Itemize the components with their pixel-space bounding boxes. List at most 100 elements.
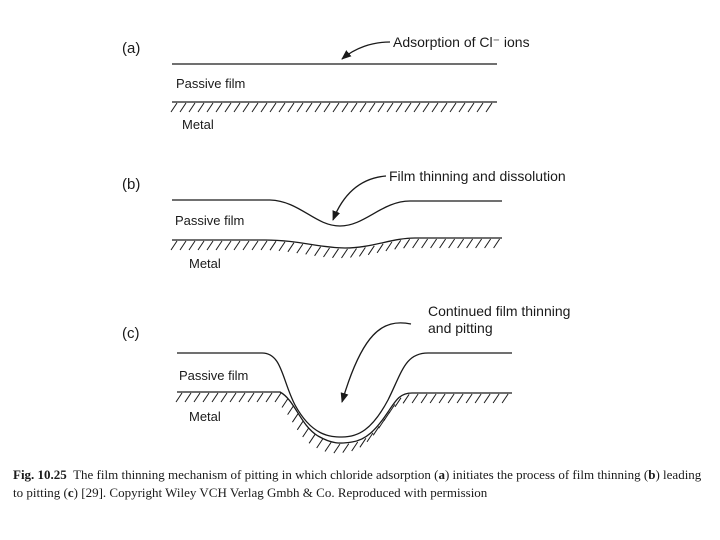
caption-text-2: ) initiates the process of film thinning… — [444, 467, 649, 482]
hatch-stroke — [197, 102, 205, 113]
hatch-stroke — [179, 102, 187, 113]
hatch-stroke — [215, 240, 223, 251]
hatch-stroke — [211, 392, 219, 403]
hatch-stroke — [439, 238, 447, 249]
hatch-stroke — [296, 420, 304, 431]
hatch-stroke — [296, 243, 304, 254]
hatch-stroke — [350, 102, 358, 113]
hatch-stroke — [413, 102, 421, 113]
panel-a-annotation-line-1: Adsorption of Cl⁻ ions — [393, 34, 530, 50]
hatch-stroke — [342, 443, 350, 453]
hatch-stroke — [332, 248, 339, 259]
hatch-stroke — [430, 238, 438, 249]
hatch-stroke — [170, 102, 178, 113]
hatch-stroke — [484, 238, 492, 249]
caption-ref-a: a — [438, 467, 445, 482]
hatch-stroke — [366, 432, 374, 443]
hatch-stroke — [466, 238, 474, 249]
hatch-stroke — [305, 245, 313, 255]
hatch-stroke — [224, 240, 232, 251]
hatch-stroke — [341, 102, 349, 113]
hatch-stroke — [411, 393, 419, 404]
panel-b-metal-label: Metal — [189, 256, 221, 271]
hatch-stroke — [281, 398, 289, 408]
hatch-stroke — [447, 393, 455, 404]
hatch-stroke — [402, 394, 410, 404]
hatch-stroke — [457, 238, 465, 249]
panel-a-metal-hatching — [170, 102, 493, 113]
hatch-stroke — [492, 393, 500, 404]
panel-a-metal-label: Metal — [182, 117, 214, 132]
hatch-stroke — [367, 245, 375, 256]
panel-c-metal-surface — [177, 391, 512, 444]
panel-b-label: (b) — [122, 176, 140, 193]
hatch-stroke — [233, 240, 241, 251]
panel-b-film-surface — [172, 199, 502, 227]
hatch-stroke — [260, 240, 268, 251]
caption-text-3: ) leading to pitting ( — [13, 467, 702, 500]
hatch-stroke — [377, 102, 385, 113]
hatch-stroke — [403, 238, 411, 249]
hatch-stroke — [296, 102, 304, 113]
hatch-stroke — [341, 248, 348, 259]
hatch-stroke — [314, 246, 322, 257]
hatch-stroke — [269, 102, 277, 113]
hatch-stroke — [465, 393, 473, 404]
hatch-stroke — [483, 393, 491, 404]
hatch-stroke — [493, 238, 501, 249]
hatch-stroke — [302, 427, 310, 438]
hatch-stroke — [224, 102, 232, 113]
panel-a-arrow — [341, 41, 391, 60]
hatch-stroke — [372, 426, 380, 436]
caption-text-1: The film thinning mechanism of pitting i… — [73, 467, 439, 482]
hatch-stroke — [394, 397, 402, 408]
panel-a-film-label: Passive film — [176, 76, 245, 91]
hatch-stroke — [238, 392, 246, 403]
hatch-stroke — [170, 240, 178, 251]
panel-c-annotation-line-1: Continued film thinning — [428, 303, 570, 319]
hatch-stroke — [242, 240, 250, 251]
panel-c-metal-hatching — [175, 392, 509, 454]
hatch-stroke — [265, 392, 273, 403]
hatch-stroke — [184, 392, 192, 403]
hatch-stroke — [287, 405, 295, 415]
hatch-stroke — [475, 238, 483, 249]
panel-a-label: (a) — [122, 40, 140, 57]
hatch-stroke — [233, 102, 241, 113]
hatch-stroke — [175, 392, 183, 403]
hatch-stroke — [351, 441, 359, 452]
hatch-stroke — [278, 102, 286, 113]
panel-c-annotation: Continued film thinning and pitting — [428, 303, 574, 336]
hatch-stroke — [287, 102, 295, 113]
hatch-stroke — [193, 392, 201, 403]
caption-text-4: ) [29]. Copyright Wiley VCH Verlag Gmbh … — [73, 485, 488, 500]
hatch-stroke — [474, 393, 482, 404]
hatch-stroke — [359, 102, 367, 113]
hatch-stroke — [449, 102, 457, 113]
panel-b-metal-hatching — [170, 238, 501, 259]
hatch-stroke — [333, 443, 341, 454]
hatch-stroke — [247, 392, 255, 403]
hatch-stroke — [188, 240, 196, 251]
caption-ref-c: c — [67, 485, 74, 500]
hatch-stroke — [332, 102, 340, 113]
hatch-stroke — [179, 240, 187, 251]
panel-c-metal-label: Metal — [189, 409, 221, 424]
hatch-stroke — [448, 238, 456, 249]
hatch-stroke — [323, 102, 331, 113]
hatch-stroke — [287, 242, 295, 253]
hatch-stroke — [385, 241, 393, 252]
hatch-stroke — [188, 102, 196, 113]
hatch-stroke — [376, 243, 384, 254]
hatch-stroke — [350, 248, 357, 258]
hatch-stroke — [467, 102, 475, 113]
hatch-stroke — [458, 102, 466, 113]
figure-caption: Fig. 10.25 The film thinning mechanism o… — [13, 466, 707, 502]
hatch-stroke — [206, 102, 214, 113]
panel-a-annotation: Adsorption of Cl⁻ ions — [393, 34, 530, 50]
hatch-stroke — [202, 392, 210, 403]
caption-ref-b: b — [648, 467, 656, 482]
hatch-stroke — [269, 240, 277, 251]
hatch-stroke — [324, 442, 332, 452]
